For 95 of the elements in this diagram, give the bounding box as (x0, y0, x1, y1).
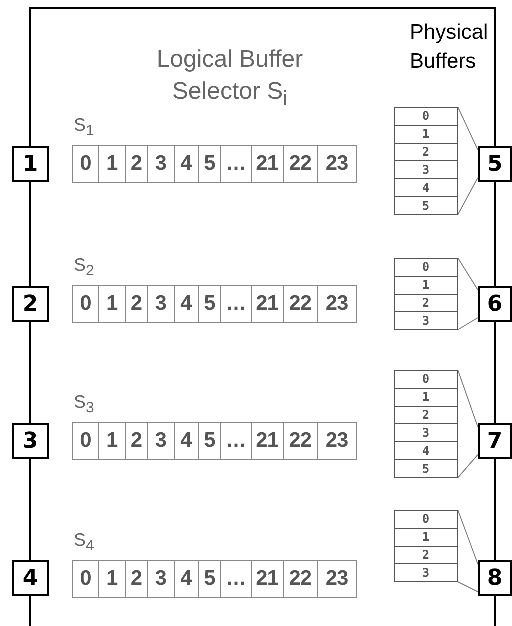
logical-buffer-row (72, 145, 357, 183)
fan-in-lines (458, 258, 478, 330)
port-box: 6 (478, 286, 512, 322)
buffer-slot: 4 (395, 178, 457, 196)
port-box: 2 (12, 286, 49, 322)
buffer-slot: 0 (395, 371, 457, 388)
buffer-slot: 2 (395, 294, 457, 312)
buffer-slot: 4 (174, 423, 198, 459)
buffer-slot: 0 (73, 423, 98, 459)
buffer-slot: 5 (395, 196, 457, 214)
buffer-slot: 2 (124, 146, 148, 182)
port-box: 7 (478, 423, 512, 459)
buffer-slot: 22 (282, 286, 317, 322)
buffer-slot: 3 (147, 423, 174, 459)
buffer-slot: … (220, 561, 251, 597)
fan-in-lines (458, 510, 478, 592)
buffer-slot: 5 (198, 286, 220, 322)
physical-buffer-stack (394, 510, 458, 582)
buffer-slot: 2 (395, 406, 457, 424)
fan-in-lines (458, 370, 478, 478)
buffer-slot: 23 (317, 286, 356, 322)
section-heading: Logical Buffer Selector S$_{i}$ (156, 45, 304, 112)
buffer-slot: 23 (317, 146, 356, 182)
physical-buffer-stack (394, 107, 458, 215)
buffer-slot: 23 (317, 423, 356, 459)
buffer-slot: 22 (282, 561, 317, 597)
logical-buffer-row (72, 285, 357, 323)
port-box: 8 (478, 560, 512, 596)
buffer-slot: 22 (282, 423, 317, 459)
buffer-slot: 2 (124, 423, 148, 459)
selector-label: S$_{2}$ (74, 255, 94, 280)
buffer-slot: 0 (395, 511, 457, 528)
buffer-slot: 5 (198, 561, 220, 597)
buffer-slot: 1 (395, 388, 457, 406)
buffer-slot: 3 (147, 561, 174, 597)
buffer-slot: 3 (147, 146, 174, 182)
buffer-slot: 1 (98, 286, 125, 322)
buffer-slot: 4 (395, 441, 457, 460)
bus-line (494, 322, 496, 423)
port-box: 1 (12, 146, 49, 182)
buffer-slot: 1 (395, 124, 457, 143)
buffer-slot: 23 (317, 561, 356, 597)
buffer-slot: 2 (124, 561, 148, 597)
buffer-slot: 1 (98, 561, 125, 597)
buffer-slot: 0 (395, 108, 457, 125)
buffer-slot: 4 (174, 286, 198, 322)
buffer-slot: 1 (98, 146, 125, 182)
logical-buffer-row (72, 560, 357, 598)
buffer-slot: 4 (174, 561, 198, 597)
buffer-slot: 5 (198, 146, 220, 182)
bus-line (30, 459, 32, 560)
buffer-slot: 21 (250, 561, 283, 597)
bus-line (494, 596, 496, 626)
logical-buffer-row (72, 422, 357, 460)
bus-line (30, 596, 32, 626)
buffer-slot: 0 (395, 259, 457, 276)
physical-buffer-stack (394, 258, 458, 330)
fan-in-lines (458, 106, 478, 216)
buffer-slot: 3 (395, 160, 457, 178)
buffer-slot: 0 (73, 146, 98, 182)
buffer-slot: 21 (250, 286, 283, 322)
buffer-slot: 3 (395, 311, 457, 329)
buffer-slot: 0 (73, 561, 98, 597)
port-box: 3 (12, 423, 49, 459)
section-heading: Physical Buffers (410, 20, 490, 75)
selector-label: S$_{4}$ (74, 530, 94, 555)
port-box: 5 (478, 146, 512, 182)
buffer-slot: … (220, 423, 251, 459)
buffer-slot: 1 (98, 423, 125, 459)
buffer-slot: 1 (395, 528, 457, 546)
selector-label: S$_{1}$ (74, 115, 94, 140)
buffer-slot: 0 (73, 286, 98, 322)
buffer-slot: 2 (395, 142, 457, 160)
buffer-slot: 21 (250, 146, 283, 182)
buffer-slot: 3 (147, 286, 174, 322)
bus-line (494, 459, 496, 560)
port-box: 4 (12, 560, 49, 596)
bus-line (30, 7, 496, 146)
bus-line (30, 322, 32, 423)
selector-label: S$_{3}$ (74, 392, 94, 417)
buffer-slot: 3 (395, 423, 457, 442)
buffer-slot: 21 (250, 423, 283, 459)
buffer-slot: 2 (124, 286, 148, 322)
buffer-slot: 5 (198, 423, 220, 459)
bus-line (494, 182, 496, 286)
physical-buffer-stack (394, 370, 458, 478)
buffer-slot: 4 (174, 146, 198, 182)
bus-line (30, 182, 32, 286)
buffer-slot: 3 (395, 563, 457, 581)
buffer-slot: … (220, 286, 251, 322)
buffer-slot: … (220, 146, 251, 182)
buffer-slot: 22 (282, 146, 317, 182)
buffer-slot: 2 (395, 546, 457, 564)
buffer-slot: 1 (395, 276, 457, 294)
buffer-slot: 5 (395, 459, 457, 477)
